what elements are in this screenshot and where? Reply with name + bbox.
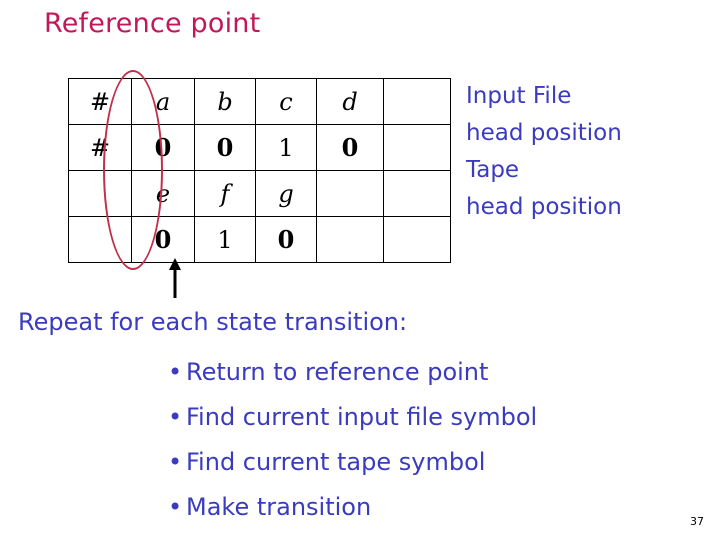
table-cell: 1 (255, 124, 317, 171)
label-input-file: Input File (466, 83, 572, 109)
list-item-label: Find current tape symbol (186, 448, 486, 476)
label-tape-head-position: head position (466, 194, 622, 220)
table-cell: 1 (194, 216, 256, 263)
table-cell: 0 (255, 216, 317, 263)
table-cell (316, 216, 384, 263)
list-item-label: Make transition (186, 493, 372, 521)
bullet-marker-icon: • (168, 448, 183, 476)
bullet-marker-icon: • (168, 403, 183, 431)
list-item-label: Find current input file symbol (186, 403, 538, 431)
table-cell: c (255, 78, 317, 125)
list-item: •Make transition (168, 485, 537, 530)
label-list: Input File head position Tape head posit… (466, 78, 716, 226)
reference-point-ellipse (103, 70, 163, 270)
list-item: •Find current input file symbol (168, 395, 537, 440)
label-input-file-head-position: head position (466, 120, 622, 146)
table-cell: b (194, 78, 256, 125)
table-cell (316, 170, 384, 217)
repeat-instruction: Repeat for each state transition: (18, 308, 408, 336)
list-item: •Find current tape symbol (168, 440, 537, 485)
bullet-marker-icon: • (168, 358, 183, 386)
table-cell: 0 (316, 124, 384, 171)
table-row: # a b c d (68, 78, 451, 125)
table-cell: f (194, 170, 256, 217)
bullet-list: •Return to reference point •Find current… (168, 350, 537, 530)
table-cell (383, 170, 451, 217)
page-title: Reference point (44, 8, 261, 39)
table-cell (383, 78, 451, 125)
table-cell (383, 216, 451, 263)
table-cell (383, 124, 451, 171)
table-cell: 0 (194, 124, 256, 171)
table-cell: d (316, 78, 384, 125)
list-item: •Return to reference point (168, 350, 537, 395)
bullet-marker-icon: • (168, 493, 183, 521)
table-cell: g (255, 170, 317, 217)
list-item-label: Return to reference point (186, 358, 489, 386)
label-tape: Tape (466, 157, 520, 183)
up-arrow-icon (169, 258, 181, 298)
page-number: 37 (690, 515, 704, 528)
